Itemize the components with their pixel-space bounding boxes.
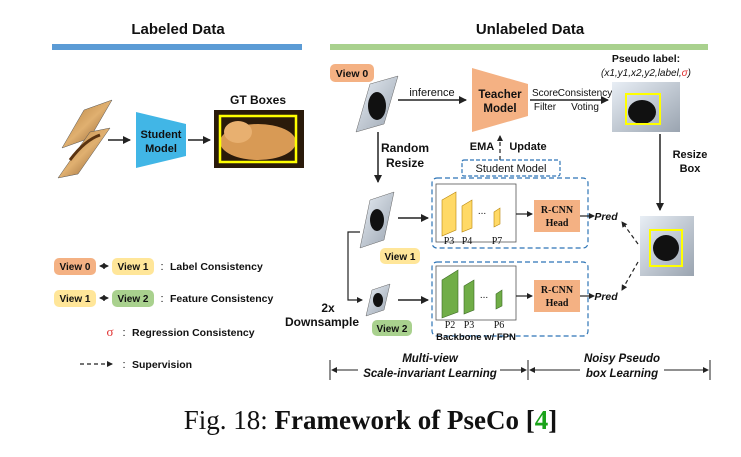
supervision-arrow-top xyxy=(621,221,639,245)
student-model-line2: Model xyxy=(145,143,177,155)
legend-supervision: Supervision xyxy=(132,359,192,371)
student-branch-bottom-box xyxy=(431,261,589,337)
caption-ref-number[interactable]: 4 xyxy=(534,405,549,435)
student-model-tab-label: Student Model xyxy=(476,163,547,175)
fpn-top-p3: P3 xyxy=(444,236,455,247)
caption-prefix: Fig. 18: xyxy=(183,405,275,435)
legend-label-consistency: Label Consistency xyxy=(170,261,263,273)
multiview-line2: Scale-invariant Learning xyxy=(363,368,497,380)
fpn-bottom-level-1 xyxy=(441,269,459,319)
fpn-top-level-1 xyxy=(441,191,457,237)
pseudo-label-format: (x1,y1,x2,y2,label,σ) xyxy=(601,68,691,79)
cat-input-image xyxy=(57,99,113,179)
legend-view1-label: View 1 xyxy=(118,262,149,273)
pred-bottom-label: Pred xyxy=(594,291,618,303)
unlabeled-data-bar xyxy=(330,44,708,50)
student-model-tab xyxy=(461,159,561,177)
fpn-top-level-2 xyxy=(461,199,473,233)
legend-view1-badge xyxy=(112,258,154,275)
inference-label: inference xyxy=(409,87,454,99)
supervision-arrow-bottom xyxy=(621,261,639,291)
consistency-label: Consistency xyxy=(558,88,612,99)
downsample-2x: 2x xyxy=(321,301,335,315)
multiview-line1: Multi-view xyxy=(402,353,459,365)
view0-badge xyxy=(330,64,374,82)
update-label: Update xyxy=(509,141,546,153)
view2-badge xyxy=(372,320,412,336)
student-branch-top-box xyxy=(431,177,589,249)
teacher-model-line2: Model xyxy=(483,103,516,115)
legend-feature-consistency: Feature Consistency xyxy=(170,293,273,305)
fpn-top-level-3 xyxy=(493,207,501,228)
legend-view1b-label: View 1 xyxy=(60,294,91,305)
view2-badge-label: View 2 xyxy=(377,324,408,335)
rcnn-head-top-line1: R-CNN xyxy=(541,205,574,216)
rcnn-head-bottom-line2: Head xyxy=(546,298,569,309)
noisy-line1: Noisy Pseudo xyxy=(584,353,660,365)
caption-title: Framework of PseCo xyxy=(274,405,519,435)
legend-regression-consistency: Regression Consistency xyxy=(132,327,255,339)
fpn-bottom-p2: P2 xyxy=(445,320,456,331)
rcnn-head-bottom-line1: R-CNN xyxy=(541,285,574,296)
bear-pseudo-image xyxy=(612,82,680,132)
view0-badge-label: View 0 xyxy=(336,68,369,80)
fpn-bottom-level-2 xyxy=(463,279,475,315)
pseco-framework-diagram: Labeled Data Student Model GT Boxes Unla… xyxy=(52,21,711,380)
student-model-shape xyxy=(136,112,186,168)
fpn-top-p7: P7 xyxy=(492,236,503,247)
view1-badge xyxy=(380,248,420,264)
fpn-bottom-p6: P6 xyxy=(494,320,505,331)
fpn-bottom-ellipsis: ... xyxy=(480,290,488,301)
legend-sigma: σ xyxy=(106,324,113,339)
fpn-top-ellipsis: ... xyxy=(478,206,486,217)
gt-boxes-label: GT Boxes xyxy=(230,93,286,107)
teacher-model-shape xyxy=(472,68,528,132)
caption-ref-open: [ xyxy=(518,405,535,435)
noisy-line2: box Learning xyxy=(586,368,658,380)
bear-view0-image xyxy=(355,75,399,133)
random-label: Random xyxy=(381,141,429,155)
unlabeled-data-title: Unlabeled Data xyxy=(476,21,585,38)
score-label: Score xyxy=(532,88,559,99)
labeled-data-title: Labeled Data xyxy=(131,21,225,38)
resize-label: Resize xyxy=(386,156,424,170)
legend-view2-label: View 2 xyxy=(118,294,149,305)
rcnn-head-bottom xyxy=(534,280,580,312)
resize-box-line2: Box xyxy=(680,163,702,175)
bear-view1-image xyxy=(359,191,395,249)
view1-badge-label: View 1 xyxy=(385,252,416,263)
gt-boxes-image xyxy=(214,110,304,168)
bear-view2-image xyxy=(365,283,391,317)
legend-view0-badge xyxy=(54,258,96,275)
student-model-line1: Student xyxy=(141,129,182,141)
fpn-top-p4: P4 xyxy=(462,236,473,247)
fpn-bottom-p3: P3 xyxy=(464,320,475,331)
legend-view2-badge xyxy=(112,290,154,307)
pseudo-label-title: Pseudo label: xyxy=(612,53,680,65)
fpn-bottom-level-3 xyxy=(495,289,503,310)
legend-colon-1: : xyxy=(160,261,163,273)
figure-caption: Fig. 18: Framework of PseCo [4] xyxy=(0,405,741,436)
rcnn-head-top xyxy=(534,200,580,232)
backbone-label: Backbone w/ FPN xyxy=(436,332,516,343)
legend-view1b-badge xyxy=(54,290,96,307)
pseudo-label-sigma: σ xyxy=(682,68,689,79)
labeled-data-bar xyxy=(52,44,302,50)
legend-view0-label: View 0 xyxy=(60,262,91,273)
filter-label: Filter xyxy=(534,102,557,113)
rcnn-head-top-line2: Head xyxy=(546,218,569,229)
caption-ref-close: ] xyxy=(548,405,558,435)
downsample-label: Downsample xyxy=(285,315,359,329)
resize-box-line1: Resize xyxy=(673,149,708,161)
bear-resized-image xyxy=(640,216,694,276)
ema-label: EMA xyxy=(470,141,495,153)
legend-colon-4: : xyxy=(122,359,125,371)
downsample-bracket xyxy=(347,231,363,303)
legend-colon-3: : xyxy=(122,327,125,339)
teacher-model-line1: Teacher xyxy=(478,89,522,101)
legend-colon-2: : xyxy=(160,293,163,305)
voting-label: Voting xyxy=(571,102,599,113)
pred-top-label: Pred xyxy=(594,211,618,223)
